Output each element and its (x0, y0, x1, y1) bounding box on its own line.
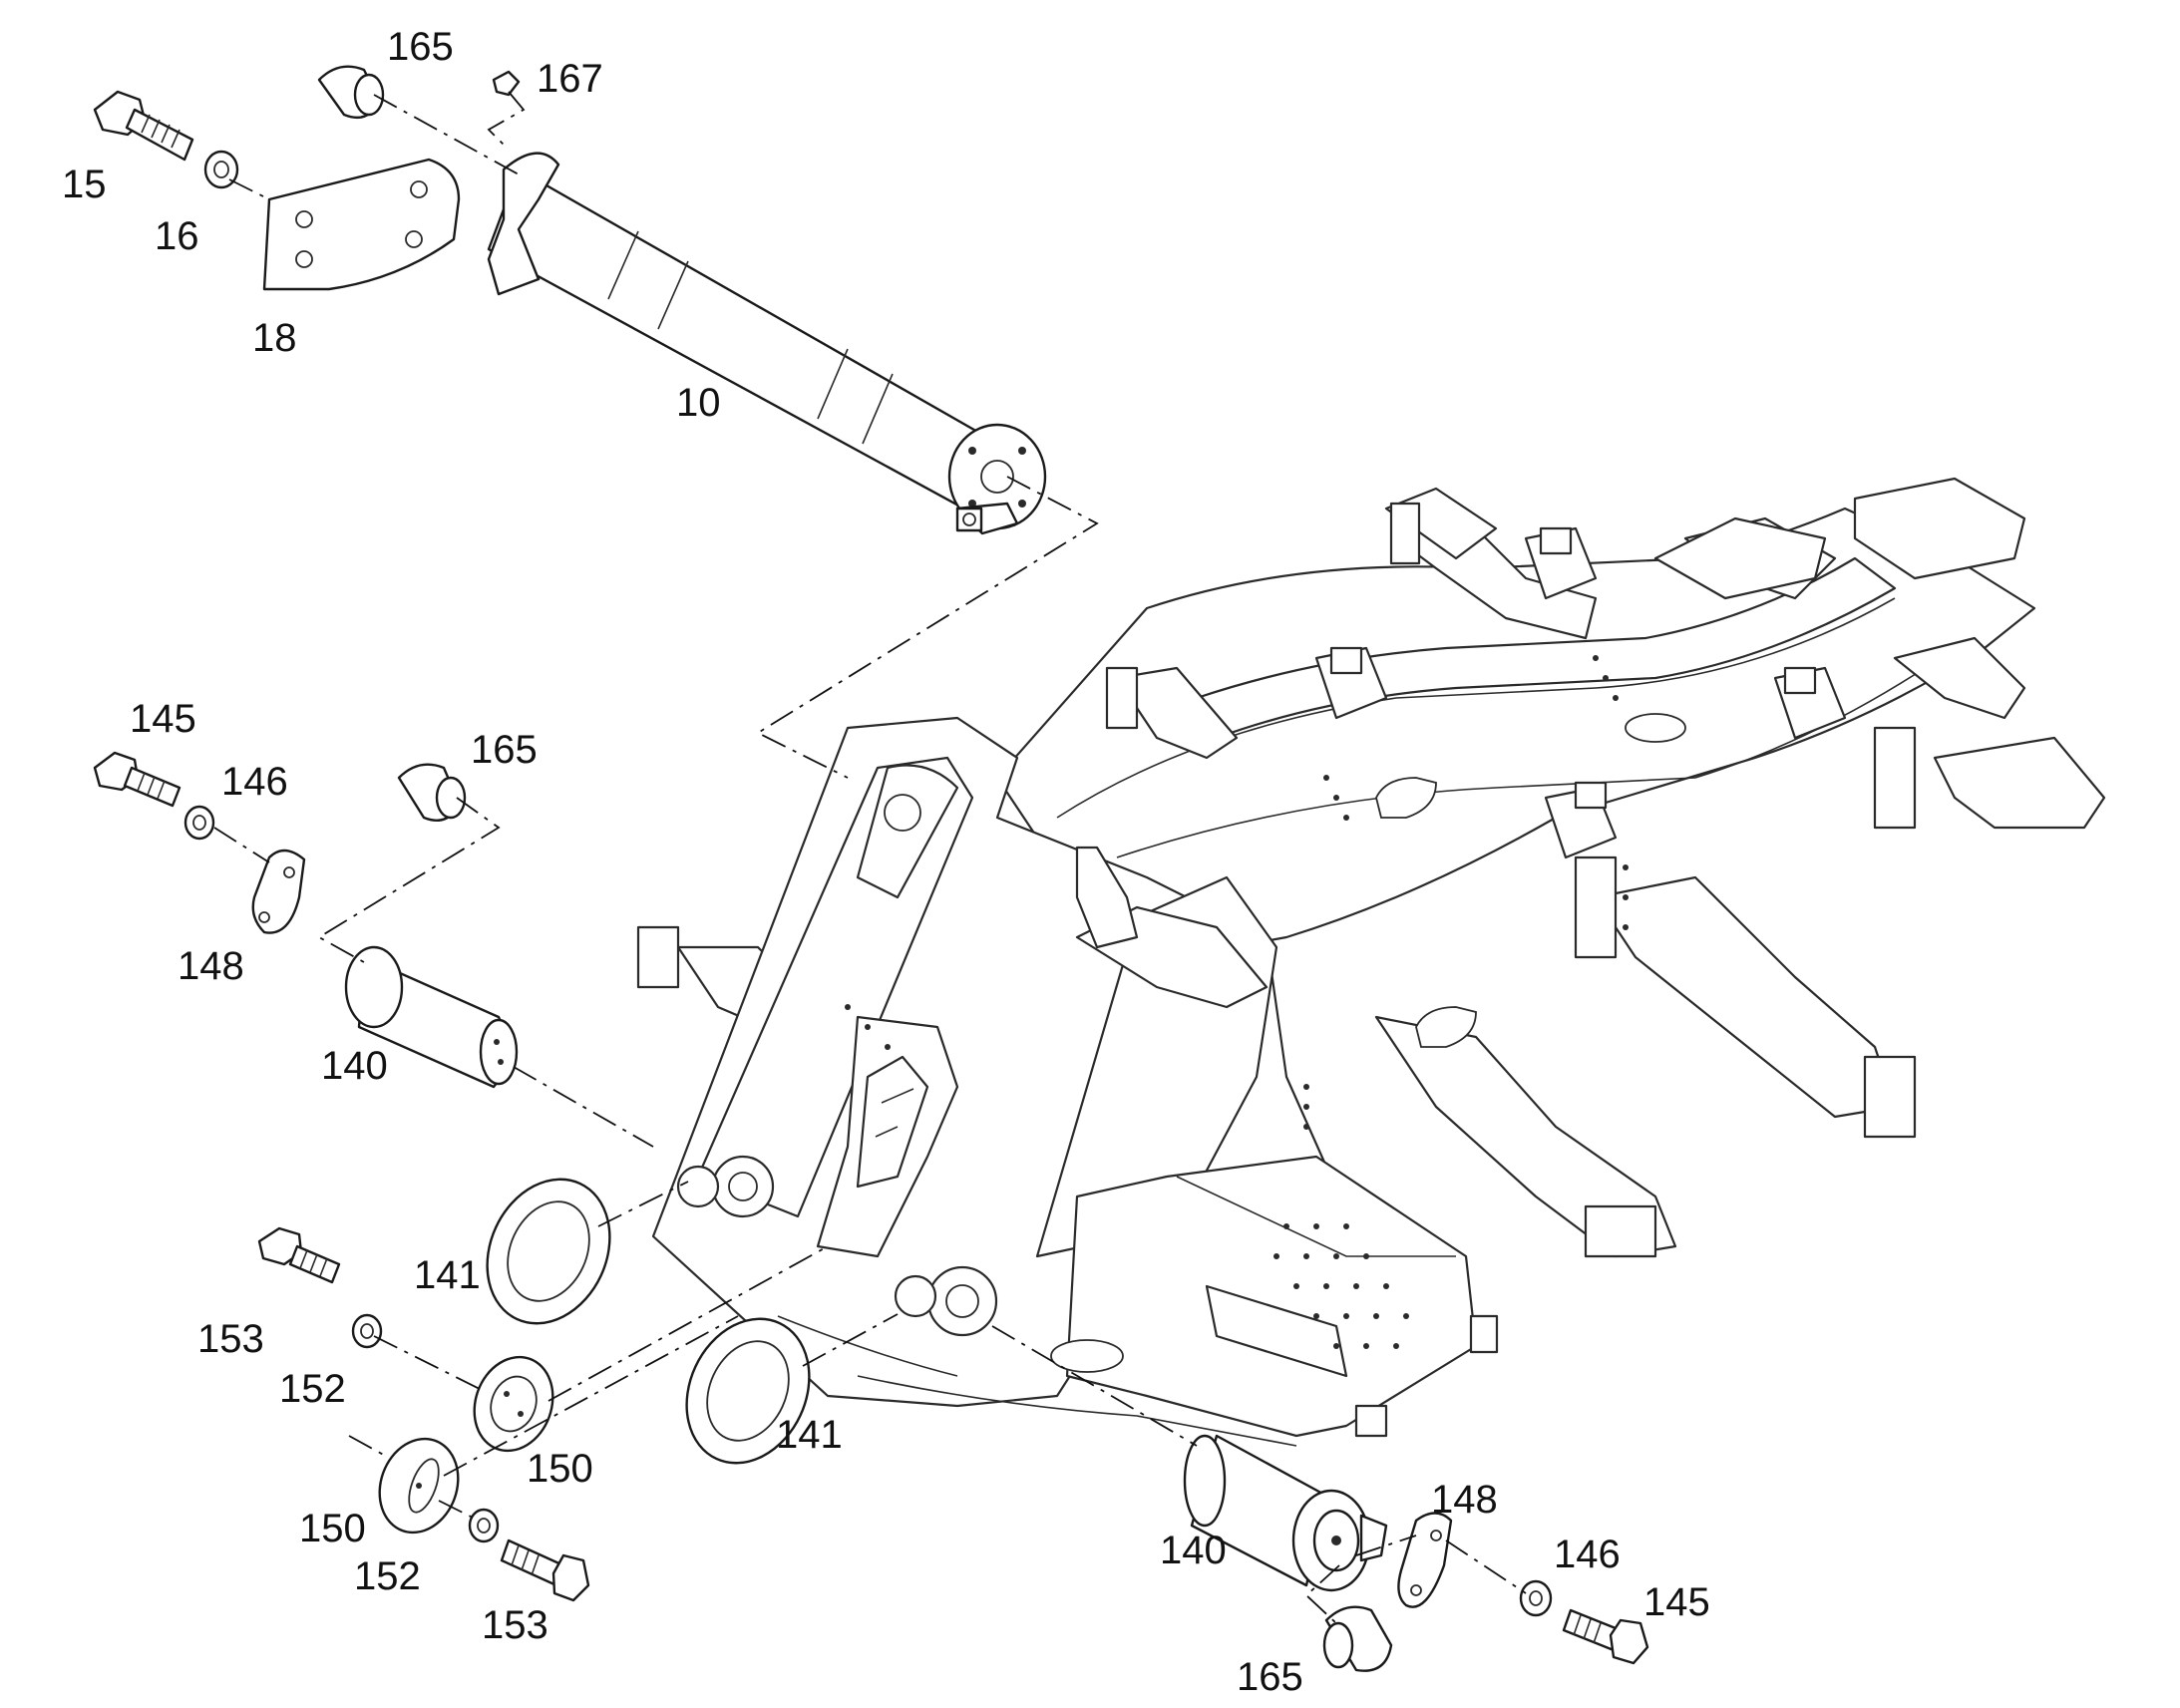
washer-152-lower (468, 1508, 500, 1543)
callout-18: 18 (252, 316, 297, 360)
callout-165-top: 165 (387, 25, 454, 69)
pin-140-right (1183, 1434, 1388, 1592)
callout-140-right: 140 (1160, 1529, 1227, 1572)
plate-150-upper (473, 1355, 554, 1453)
bolt-145-left (93, 751, 182, 808)
plate-18 (262, 158, 461, 291)
plate-150-lower (378, 1437, 460, 1535)
plate-148-left (251, 849, 306, 934)
callout-165-mid: 165 (471, 728, 538, 772)
callout-labels: 10 15 16 18 165 167 145 146 165 148 140 … (62, 25, 1710, 1699)
main-frame (636, 477, 2106, 1447)
bolt-145-right (1562, 1608, 1649, 1665)
callout-152-upper: 152 (279, 1367, 346, 1411)
callout-140-left: 140 (321, 1044, 388, 1088)
bushing-165-top (317, 65, 385, 120)
bushing-165-mid (397, 763, 467, 823)
bolt-15 (93, 90, 194, 162)
callout-145-left: 145 (130, 697, 196, 741)
pin-10 (487, 152, 1047, 535)
pin-140-left (344, 945, 519, 1089)
nipple-167 (492, 70, 521, 97)
callout-16: 16 (155, 214, 199, 258)
leader-lines (213, 91, 1527, 1624)
washer-146-right (1519, 1579, 1553, 1617)
callout-148-left: 148 (178, 944, 244, 988)
plate-148-right (1397, 1512, 1453, 1608)
callout-15: 15 (62, 163, 107, 206)
callout-150-left: 150 (299, 1507, 366, 1550)
callout-152-lower: 152 (354, 1554, 421, 1598)
callout-141-right: 141 (776, 1413, 843, 1457)
shim-141-right (685, 1317, 811, 1465)
washer-146-left (183, 805, 215, 841)
bolt-153-upper (257, 1226, 341, 1284)
shim-141-left (486, 1178, 611, 1325)
washer-16 (203, 150, 239, 189)
callout-146-left: 146 (221, 760, 288, 804)
callout-153-upper: 153 (197, 1317, 264, 1361)
bolt-153-lower (500, 1538, 590, 1602)
callout-146-right: 146 (1554, 1533, 1621, 1576)
callout-141-left: 141 (414, 1253, 481, 1297)
callout-10: 10 (676, 381, 721, 425)
washer-152-upper (351, 1313, 383, 1349)
callout-153-lower: 153 (482, 1603, 548, 1647)
bushing-165-bottom (1322, 1605, 1393, 1672)
callout-150-right: 150 (527, 1447, 593, 1491)
callout-165-bottom: 165 (1237, 1655, 1303, 1699)
callout-167: 167 (537, 57, 603, 101)
callout-148-right: 148 (1431, 1478, 1498, 1522)
frame-rivet-dots (845, 655, 1629, 1349)
callout-145-right: 145 (1643, 1580, 1710, 1624)
